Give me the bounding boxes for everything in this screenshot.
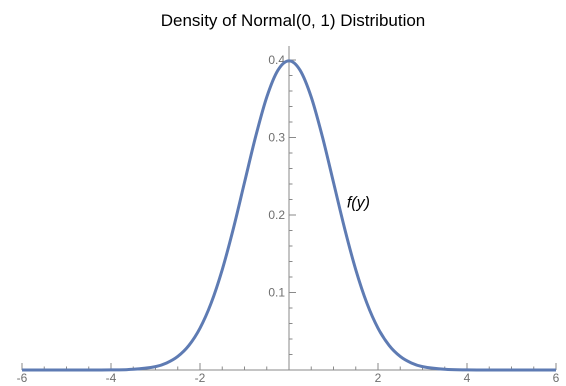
y-tick-label: 0.2 [268, 208, 285, 222]
x-ticks: -6 -4 -2 2 4 6 [17, 363, 560, 385]
y-tick-label: 0.3 [268, 131, 285, 145]
axes [22, 46, 556, 371]
annotation-layer: f(y) [347, 194, 370, 211]
x-tick-label: 6 [553, 371, 560, 385]
x-tick-label: 2 [375, 371, 382, 385]
y-tick-label: 0.1 [268, 286, 285, 300]
density-curve [21, 59, 556, 372]
x-tick-label: -2 [195, 371, 206, 385]
x-tick-label: -6 [17, 371, 28, 385]
x-tick-label: -4 [106, 371, 117, 385]
y-tick-label: 0.4 [268, 53, 285, 67]
x-tick-label: 4 [464, 371, 471, 385]
chart-title: Density of Normal(0, 1) Distribution [161, 11, 426, 30]
curve-annotation: f(y) [347, 194, 370, 211]
series-layer [21, 59, 556, 372]
y-ticks: 0.1 0.2 0.3 0.4 [268, 53, 296, 355]
